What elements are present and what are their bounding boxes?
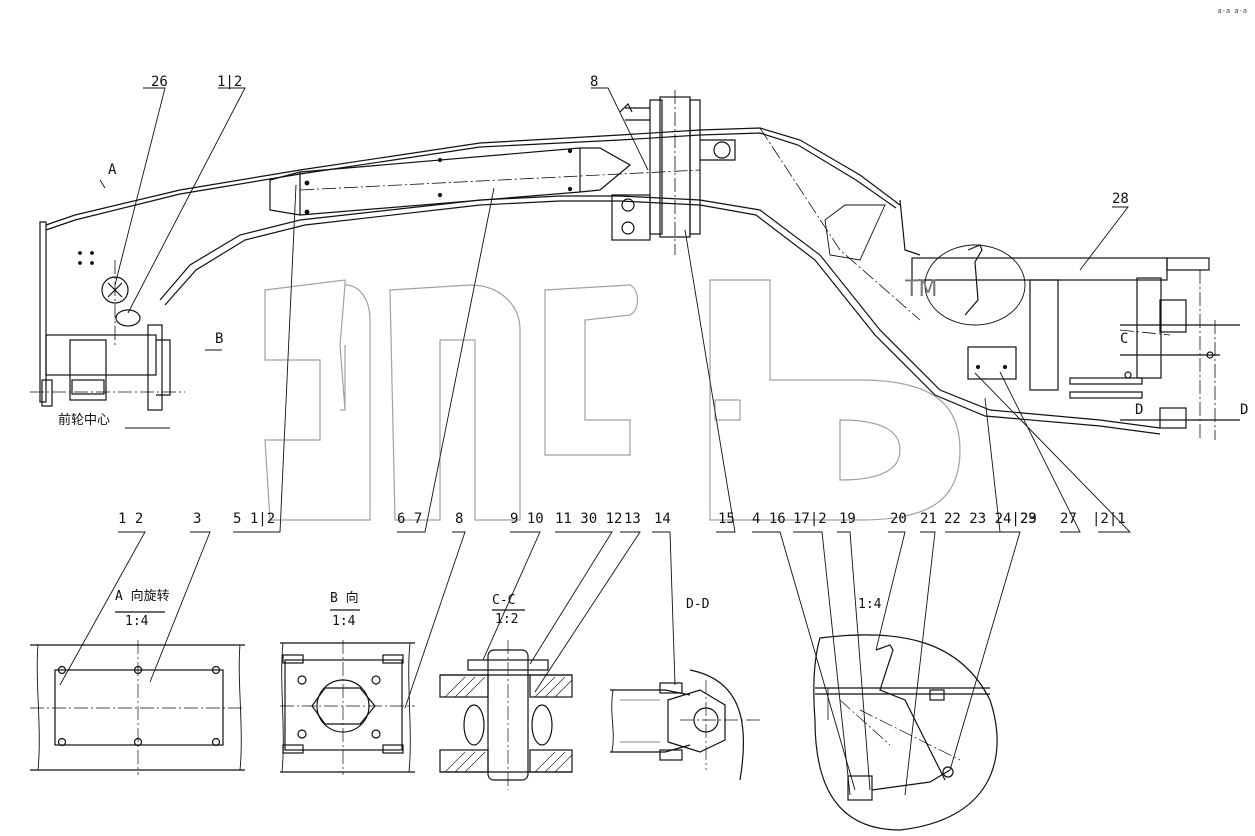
callout-17-2: 17|2: [793, 511, 827, 527]
leader-lines-bottom: [59, 184, 1132, 796]
section-DD-title: D-D: [686, 597, 710, 612]
view-B-title: B 向: [330, 591, 359, 606]
section-label-D2: D: [1240, 402, 1249, 418]
centerlines-main: [30, 90, 1216, 440]
callout-1-2-top: 1|2: [217, 74, 243, 90]
callout-1-2: 1 2: [118, 511, 144, 527]
callout-13: 13: [624, 511, 641, 527]
callout-9-10: 9 10: [510, 511, 544, 527]
callout-29: 29: [1020, 511, 1037, 527]
watermark-tm: TM: [905, 277, 938, 302]
section-label-D: D: [1135, 402, 1144, 418]
pedal-detail: [813, 634, 998, 831]
pedal-detail-scale: 1:4: [858, 597, 882, 612]
view-label-A: A: [108, 162, 117, 178]
callout-2-1: |2|1: [1092, 511, 1126, 527]
view-B-detail: [280, 609, 415, 775]
section-CC-title: C-C: [492, 593, 516, 608]
watermark-logo: [264, 279, 961, 521]
view-B-scale: 1:4: [332, 614, 356, 629]
section-CC: [439, 609, 573, 790]
callout-4-16: 4 16: [752, 511, 786, 527]
corner-mark: a-a a-a: [1217, 7, 1247, 15]
callout-14: 14: [654, 511, 671, 527]
callout-15: 15: [718, 511, 735, 527]
callout-19: 19: [839, 511, 856, 527]
callout-28: 28: [1112, 191, 1129, 207]
section-label-C: C: [1120, 331, 1129, 347]
callout-6-7: 6 7: [397, 511, 423, 527]
section-CC-scale: 1:2: [495, 612, 519, 627]
callout-26: 26: [151, 74, 168, 90]
callout-21: 21: [920, 511, 937, 527]
view-A-detail: [30, 611, 245, 775]
callout-8: 8: [455, 511, 464, 527]
callout-11-30-12: 11 30 12: [555, 511, 623, 527]
view-label-B: B: [215, 331, 224, 347]
callout-22-23-24: 22 23 24|23: [944, 511, 1037, 527]
view-A-scale: 1:4: [125, 614, 149, 629]
callout-5-1-2: 5 1|2: [233, 511, 276, 527]
callout-20: 20: [890, 511, 907, 527]
view-A-title: A 向旋转: [115, 589, 170, 604]
callout-8-top: 8: [590, 74, 599, 90]
leader-lines-main: [99, 87, 1129, 429]
front-wheel-center-label: 前轮中心: [58, 413, 111, 428]
callout-3: 3: [193, 511, 202, 527]
callout-27: 27: [1060, 511, 1077, 527]
section-DD: [610, 669, 760, 781]
main-frame-view: [39, 96, 1240, 435]
